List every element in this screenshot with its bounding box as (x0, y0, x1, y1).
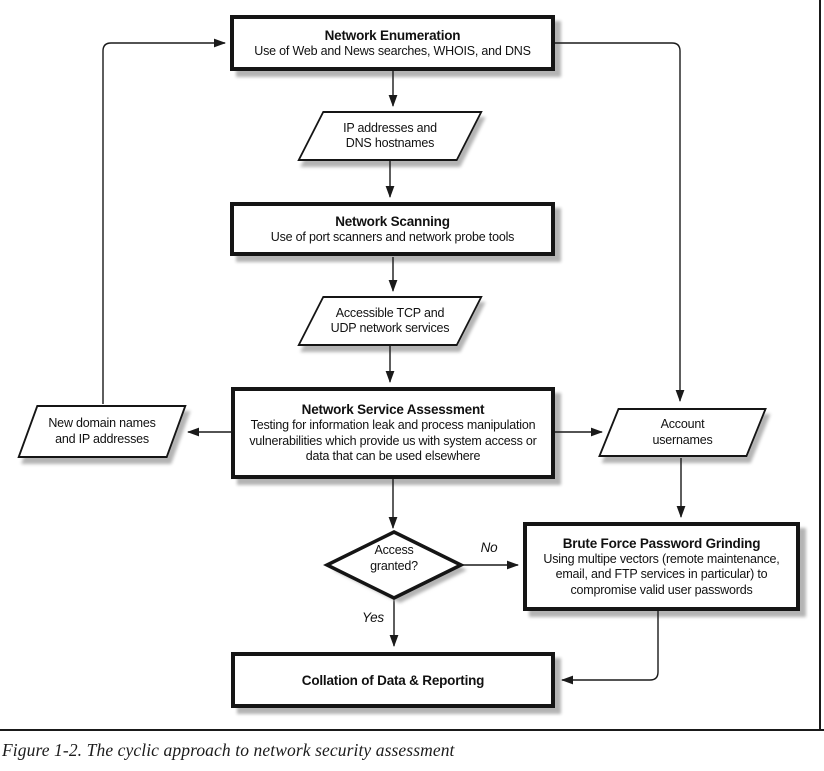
node-text-line: New domain names (48, 416, 156, 430)
node-text-line: usernames (652, 432, 713, 447)
edge-enumeration-loop-to-usernames (555, 42, 685, 402)
node-text-line: DNS hostnames (345, 136, 435, 150)
node-network-scanning: Network Scanning Use of port scanners an… (230, 202, 555, 256)
figure-rule (0, 729, 824, 731)
node-text-line: granted? (370, 559, 418, 573)
node-network-enumeration: Network Enumeration Use of Web and News … (230, 15, 555, 71)
node-subtitle-line: Using multipe vectors (remote maintenanc… (543, 551, 780, 566)
edge-bruteforce-to-collation (561, 611, 659, 685)
node-subtitle: Use of Web and News searches, WHOIS, and… (254, 43, 531, 58)
node-accessible-services: Accessible TCP and UDP network services (297, 296, 483, 346)
node-subtitle-line: Testing for information leak and process… (250, 418, 536, 433)
node-access-granted-label: Access granted? (344, 542, 444, 574)
node-collation-reporting: Collation of Data & Reporting (231, 652, 555, 708)
node-title: Brute Force Password Grinding (562, 535, 761, 551)
node-text-line: Access (374, 543, 414, 557)
edge-label-no: No (480, 540, 498, 555)
edge-label-yes: Yes (362, 610, 384, 625)
node-title: Network Enumeration (324, 27, 461, 43)
node-ip-addresses: IP addresses and DNS hostnames (297, 111, 483, 161)
node-text-line: UDP network services (330, 321, 450, 335)
node-title: Network Service Assessment (301, 402, 485, 418)
node-account-usernames: Account usernames (598, 408, 767, 457)
node-title: Collation of Data & Reporting (301, 672, 485, 688)
node-brute-force-password-grinding: Brute Force Password Grinding Using mult… (523, 522, 800, 611)
node-subtitle-line: data that can be used elsewhere (305, 449, 481, 464)
edge-domains-loop-to-enumeration (102, 38, 226, 404)
node-title: Network Scanning (335, 213, 450, 229)
node-text-line: Account (660, 417, 705, 431)
node-subtitle: Use of port scanners and network probe t… (270, 229, 515, 244)
node-text-line: and IP addresses (55, 431, 149, 446)
figure-caption: Figure 1-2. The cyclic approach to netwo… (2, 740, 455, 760)
node-text-line: IP addresses and (343, 120, 437, 135)
page-border-right (819, 0, 821, 731)
node-subtitle-line: vulnerabilities which provide us with sy… (249, 433, 537, 448)
node-subtitle-line: email, and FTP services in particular) t… (555, 567, 768, 582)
node-network-service-assessment: Network Service Assessment Testing for i… (231, 387, 555, 479)
node-text-line: Accessible TCP and (335, 305, 445, 320)
node-new-domain-names: New domain names and IP addresses (17, 405, 187, 458)
node-subtitle-line: compromise valid user passwords (570, 582, 753, 597)
